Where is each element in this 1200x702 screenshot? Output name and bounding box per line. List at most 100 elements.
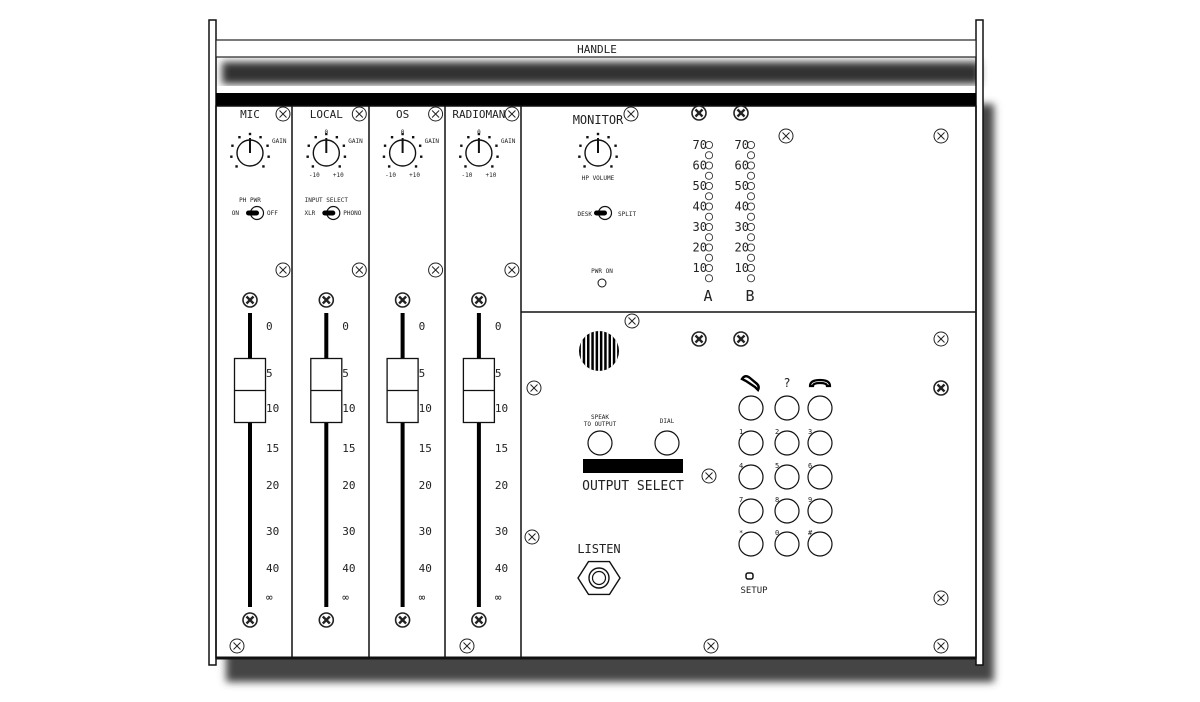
top-rail bbox=[216, 93, 976, 106]
gain-label: GAIN bbox=[501, 138, 516, 145]
setup-led bbox=[745, 572, 754, 580]
off-hook-button[interactable] bbox=[738, 395, 764, 421]
keypad-key-label: 9 bbox=[808, 496, 812, 504]
screw-icon bbox=[526, 380, 542, 396]
screw-slot bbox=[431, 110, 440, 118]
keypad-key[interactable] bbox=[774, 498, 800, 524]
knob-tick bbox=[238, 136, 241, 139]
channel-name: MIC bbox=[240, 108, 260, 121]
knob-tick bbox=[314, 136, 317, 139]
on-hook-icon bbox=[808, 378, 832, 388]
toggle-lever[interactable] bbox=[322, 210, 336, 216]
keypad-key[interactable] bbox=[807, 464, 833, 490]
screw-icon bbox=[701, 468, 717, 484]
dial-button[interactable] bbox=[654, 430, 680, 456]
help-key-label: ? bbox=[783, 376, 790, 390]
knob-tick bbox=[460, 144, 463, 147]
meter-led bbox=[746, 212, 756, 221]
keypad-key[interactable] bbox=[807, 430, 833, 456]
fader-knob[interactable] bbox=[233, 357, 267, 424]
gain-zero-label: 0 bbox=[477, 129, 481, 136]
left-post bbox=[208, 19, 217, 666]
screw-slot bbox=[694, 108, 704, 118]
fader-scale-label: 0 bbox=[495, 320, 502, 333]
meter-led bbox=[704, 192, 714, 201]
meter-led bbox=[704, 222, 714, 232]
screw-slot bbox=[279, 110, 287, 118]
power-led bbox=[597, 278, 607, 288]
screw-slot bbox=[530, 384, 538, 392]
knob-tick bbox=[267, 155, 270, 158]
keypad-key[interactable] bbox=[774, 464, 800, 490]
gain-knob[interactable] bbox=[306, 132, 347, 168]
meter-led bbox=[746, 140, 756, 150]
keypad-key[interactable] bbox=[774, 430, 800, 456]
keypad-key[interactable] bbox=[738, 531, 764, 557]
fader-scale-label: 10 bbox=[266, 402, 279, 415]
speak-to-output-button[interactable] bbox=[587, 430, 613, 456]
screw-slot bbox=[736, 334, 746, 344]
gain-knob[interactable] bbox=[382, 132, 423, 168]
screw-icon bbox=[504, 262, 520, 278]
gain-knob[interactable] bbox=[459, 132, 499, 168]
meter-led bbox=[746, 202, 756, 211]
help-button[interactable] bbox=[774, 395, 800, 421]
gain-zero-label: 0 bbox=[401, 129, 405, 136]
toggle-lever[interactable] bbox=[594, 210, 607, 216]
screw-icon bbox=[275, 106, 291, 122]
output-select-display bbox=[583, 459, 683, 473]
channel-toggle-switch[interactable] bbox=[246, 205, 265, 221]
screw-slot bbox=[936, 383, 946, 393]
meter-led bbox=[704, 253, 714, 262]
knob-tick bbox=[464, 165, 467, 168]
channel-toggle-switch[interactable] bbox=[322, 205, 341, 221]
desk-split-switch[interactable] bbox=[594, 205, 613, 221]
fader-scale-label: 10 bbox=[342, 402, 355, 415]
meter-scale-label: 40 bbox=[693, 200, 707, 214]
gain-min-label: -10 bbox=[385, 172, 396, 179]
keypad-key[interactable] bbox=[738, 430, 764, 456]
knob-tick bbox=[401, 132, 404, 136]
right-post bbox=[975, 19, 984, 666]
fader-scale-label: 10 bbox=[419, 402, 432, 415]
keypad-key[interactable] bbox=[807, 498, 833, 524]
meter-scale-label: 20 bbox=[735, 241, 749, 255]
strip-dividers bbox=[291, 106, 976, 658]
keypad-key[interactable] bbox=[738, 498, 764, 524]
meter-scale-label: 20 bbox=[693, 241, 707, 255]
screw-slot bbox=[694, 334, 704, 344]
fader-scale-label: 20 bbox=[342, 479, 355, 492]
meter-scale-label: 30 bbox=[735, 220, 749, 234]
meter-led bbox=[746, 253, 756, 262]
gain-knob[interactable] bbox=[230, 132, 270, 168]
meter-led bbox=[704, 263, 714, 273]
meter-led bbox=[746, 263, 756, 273]
fader-knob[interactable] bbox=[462, 357, 496, 424]
output-select-label: OUTPUT SELECT bbox=[582, 479, 684, 494]
screw-icon bbox=[428, 106, 444, 122]
knob-tick bbox=[307, 144, 310, 147]
toggle-lever[interactable] bbox=[246, 210, 259, 216]
screw-slot bbox=[707, 642, 715, 650]
fader-knob[interactable] bbox=[310, 357, 343, 424]
speaker-slot bbox=[589, 331, 592, 371]
screw-icon bbox=[459, 638, 475, 654]
keypad-key[interactable] bbox=[774, 531, 800, 557]
on-hook-button[interactable] bbox=[807, 395, 833, 421]
knob-tick bbox=[390, 136, 394, 139]
split-label: SPLIT bbox=[618, 211, 636, 218]
gain-max-label: +10 bbox=[333, 172, 344, 179]
keypad-key[interactable] bbox=[807, 531, 833, 557]
meter-led bbox=[704, 161, 714, 170]
switch-title: INPUT SELECT bbox=[305, 197, 349, 204]
fader-knob[interactable] bbox=[386, 357, 419, 424]
keypad-key[interactable] bbox=[738, 464, 764, 490]
screw-slot bbox=[508, 266, 516, 274]
handle-bar[interactable] bbox=[215, 39, 977, 58]
hp-volume-knob[interactable] bbox=[578, 132, 618, 168]
screw-icon bbox=[351, 106, 367, 122]
knob-tick bbox=[615, 155, 618, 158]
knob-tick bbox=[248, 132, 252, 136]
switch-title: PH PWR bbox=[239, 197, 261, 204]
